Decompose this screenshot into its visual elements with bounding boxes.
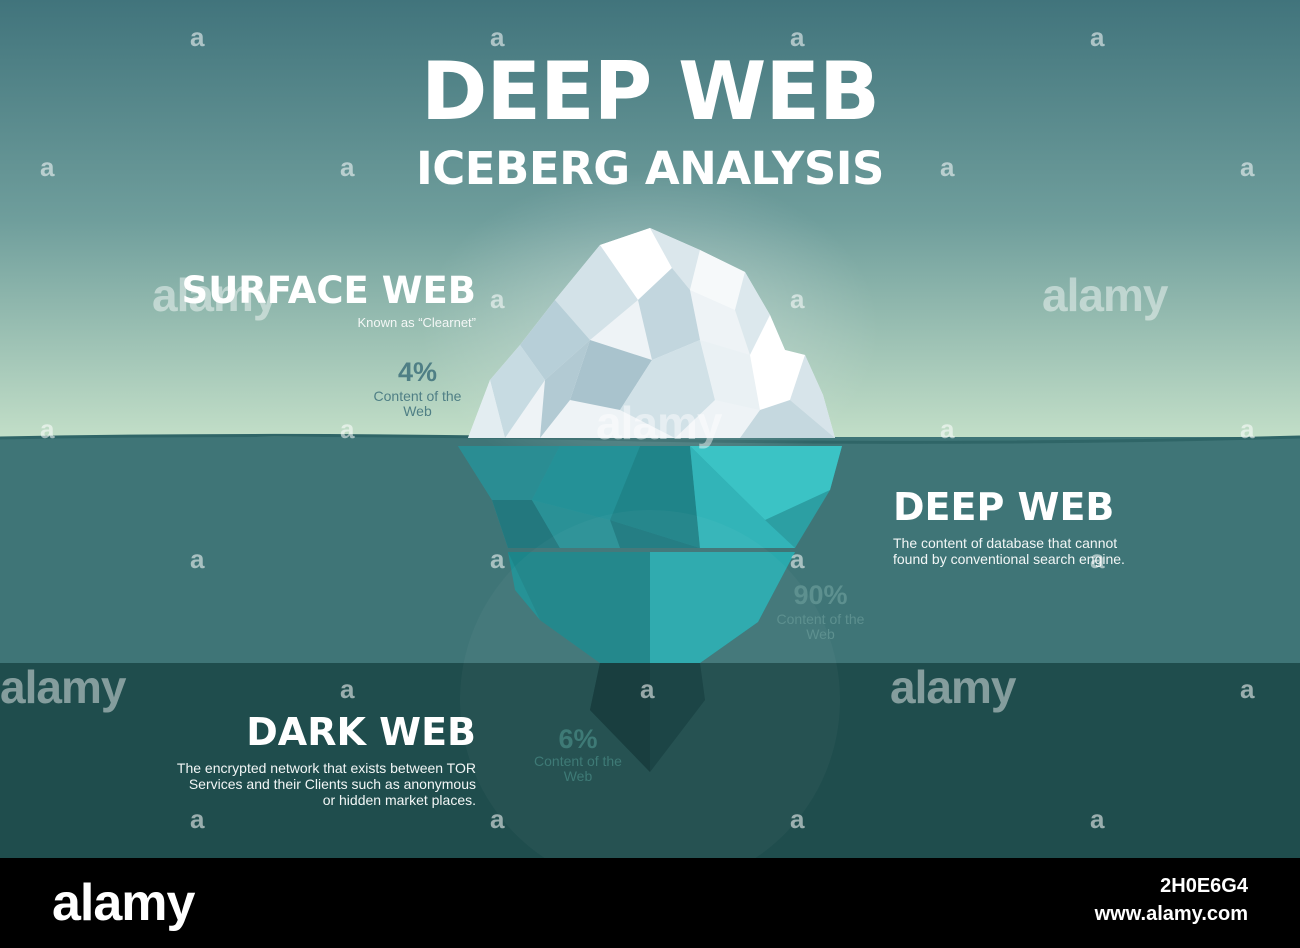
page-title: DEEP WEB [420, 45, 880, 138]
page-subtitle: ICEBERG ANALYSIS [416, 142, 884, 195]
watermark-glyph: a [940, 152, 955, 182]
watermark-glyph: a [1090, 22, 1105, 52]
watermark-logo: alamy [0, 661, 126, 713]
watermark-glyph: a [790, 284, 805, 314]
watermark-glyph: a [340, 152, 355, 182]
surface-web-percent: 4% [397, 357, 438, 387]
watermark-glyph: a [40, 152, 55, 182]
watermark-logo: alamy [1042, 269, 1168, 321]
watermark-glyph: a [490, 804, 505, 834]
iceberg-lower-deep [508, 552, 795, 663]
deep-web-description: The content of database that cannot foun… [893, 535, 1125, 568]
watermark-glyph: a [340, 674, 355, 704]
watermark-glyph: a [1090, 804, 1105, 834]
watermark-glyph: a [490, 22, 505, 52]
deep-web-percent: 90% [793, 580, 848, 610]
watermark-footer [0, 858, 1300, 948]
surface-web-description: Known as “Clearnet” [357, 315, 477, 330]
watermark-glyph: a [790, 22, 805, 52]
watermark-glyph: a [640, 674, 655, 704]
dark-web-description: The encrypted network that exists betwee… [176, 760, 476, 809]
watermark-glyph: a [340, 414, 355, 444]
surface-web-heading: SURFACE WEB [181, 269, 476, 312]
watermark-glyph: a [190, 544, 205, 574]
watermark-glyph: a [940, 414, 955, 444]
iceberg-dark-section [590, 663, 705, 772]
watermark-glyph: a [1240, 414, 1255, 444]
iceberg-tip [468, 228, 835, 438]
iceberg-deep-section [458, 446, 842, 548]
surface-web-percent-label: Content of the Web [373, 388, 462, 420]
watermark-glyph: a [190, 804, 205, 834]
watermark-logo: alamy [596, 397, 722, 449]
watermark-glyph: a [790, 804, 805, 834]
watermark-glyph: a [1090, 544, 1105, 574]
dark-web-percent: 6% [558, 724, 598, 754]
watermark-glyph: a [190, 22, 205, 52]
watermark-logo: alamy [890, 661, 1016, 713]
dark-web-heading: DARK WEB [246, 710, 476, 754]
footer-logo: alamy [52, 874, 195, 932]
deep-web-percent-label: Content of the Web [776, 611, 865, 643]
watermark-glyph: a [1240, 152, 1255, 182]
deep-web-heading: DEEP WEB [893, 485, 1115, 529]
dark-web-percent-label: Content of the Web [534, 753, 622, 785]
site-url: www.alamy.com [1094, 903, 1248, 925]
watermark-glyph: a [790, 544, 805, 574]
watermark-glyph: a [40, 414, 55, 444]
watermark-logo: alamy [152, 269, 278, 321]
watermark-glyph: a [1240, 674, 1255, 704]
iceberg-scene [0, 0, 1300, 858]
image-id: 2H0E6G4 [1160, 875, 1248, 897]
watermark-glyph: a [490, 284, 505, 314]
watermark-glyph: a [490, 544, 505, 574]
